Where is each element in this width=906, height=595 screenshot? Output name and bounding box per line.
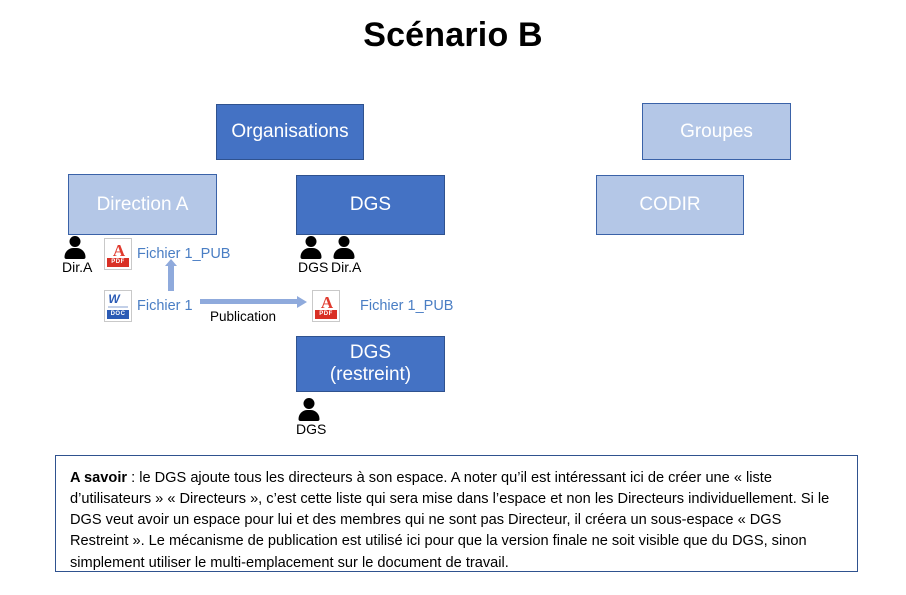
node-organisations[interactable]: Organisations bbox=[216, 104, 364, 160]
node-dgs-restreint[interactable]: DGS (restreint) bbox=[296, 336, 445, 392]
person-icon bbox=[62, 236, 88, 260]
pdf-glyph: A bbox=[112, 241, 126, 260]
file-label-fichier1-pub-right: Fichier 1_PUB bbox=[360, 298, 454, 314]
node-direction-a-label: Direction A bbox=[96, 193, 189, 215]
node-codir[interactable]: CODIR bbox=[596, 175, 744, 235]
word-glyph: W bbox=[108, 292, 120, 306]
file-label-fichier1-pub-top: Fichier 1_PUB bbox=[137, 246, 231, 262]
person-label: Dir.A bbox=[331, 259, 362, 275]
arrow-publication-label: Publication bbox=[210, 309, 277, 324]
node-dgs-restreint-label-line2: (restreint) bbox=[329, 364, 412, 385]
note-box: A savoir : le DGS ajoute tous les direct… bbox=[55, 455, 858, 572]
person-icon bbox=[296, 398, 322, 422]
arrow-up-connector bbox=[168, 265, 174, 291]
note-body: : le DGS ajoute tous les directeurs à so… bbox=[70, 470, 830, 571]
pdf-badge: PDF bbox=[107, 258, 129, 267]
person-dir-a-direction: Dir.A bbox=[62, 236, 93, 275]
arrow-publication-connector bbox=[200, 299, 298, 304]
pdf-glyph: A bbox=[320, 293, 334, 312]
node-codir-label: CODIR bbox=[639, 194, 701, 216]
person-label: DGS bbox=[296, 421, 327, 437]
person-dir-a-in-dgs: Dir.A bbox=[331, 236, 362, 275]
node-dgs[interactable]: DGS bbox=[296, 175, 445, 235]
person-dgs-in-dgs: DGS bbox=[298, 236, 329, 275]
page-title: Scénario B bbox=[363, 16, 543, 54]
node-dgs-restreint-label-line1: DGS bbox=[349, 342, 392, 364]
person-dgs-in-restreint: DGS bbox=[296, 398, 327, 437]
person-icon bbox=[331, 236, 357, 260]
node-groupes[interactable]: Groupes bbox=[642, 103, 791, 160]
pdf-badge: PDF bbox=[315, 310, 337, 319]
note-lead: A savoir bbox=[70, 470, 128, 486]
person-label: DGS bbox=[298, 259, 329, 275]
pdf-file-icon-published[interactable]: A PDF bbox=[312, 290, 340, 322]
person-icon bbox=[298, 236, 324, 260]
node-dgs-label: DGS bbox=[349, 194, 392, 216]
doc-badge: DOC bbox=[107, 310, 129, 319]
node-direction-a[interactable]: Direction A bbox=[68, 174, 217, 235]
pdf-file-icon[interactable]: A PDF bbox=[104, 238, 132, 270]
node-groupes-label: Groupes bbox=[680, 120, 753, 142]
file-label-fichier1: Fichier 1 bbox=[137, 298, 193, 314]
person-label: Dir.A bbox=[62, 259, 93, 275]
node-organisations-label: Organisations bbox=[231, 121, 349, 143]
word-file-icon[interactable]: W DOC bbox=[104, 290, 132, 322]
